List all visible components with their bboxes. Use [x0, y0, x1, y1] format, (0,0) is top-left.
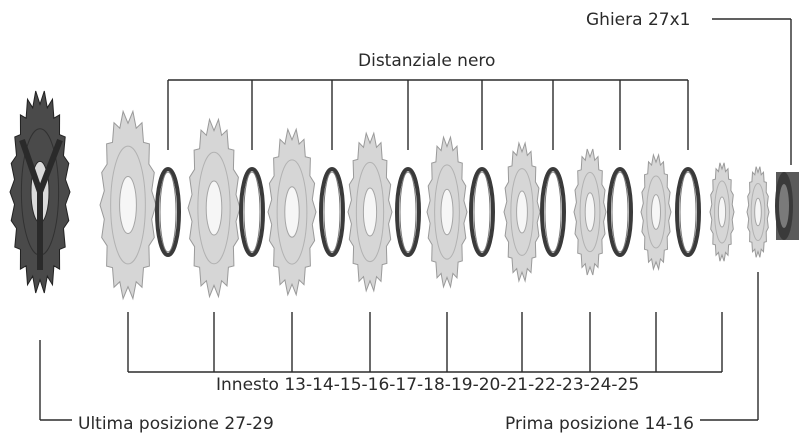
- spacer-ring-6: [607, 167, 633, 257]
- lock-ring: [775, 172, 799, 240]
- large-cog-arm-0: [19, 139, 43, 193]
- parts-layer: [9, 90, 799, 301]
- spacer-label: Distanziale nero: [358, 51, 496, 71]
- first-position-label: Prima posizione 14-16: [505, 414, 694, 434]
- small-cog-9: [746, 166, 770, 258]
- small-cog-5: [503, 141, 541, 283]
- small-cog-7: [640, 152, 672, 272]
- spacer-ring-1: [239, 167, 265, 257]
- large-cog-arm-1: [37, 138, 63, 194]
- small-cog-2: [267, 127, 317, 297]
- leader-lines: [39, 18, 792, 421]
- small-cog-1: [187, 117, 241, 299]
- spacer-ring-3: [395, 167, 421, 257]
- small-cog-8: [709, 162, 735, 262]
- small-cog-3: [347, 131, 393, 293]
- lock-ring-label: Ghiera 27x1: [586, 10, 691, 30]
- last-position-label: Ultima posizione 27-29: [78, 414, 274, 434]
- small-cog-4: [426, 135, 468, 289]
- small-cog-0: [99, 109, 157, 301]
- spacer-ring-0: [155, 167, 181, 257]
- engagement-label: Innesto 13-14-15-16-17-18-19-20-21-22-23…: [216, 375, 640, 395]
- spacer-ring-5: [540, 167, 566, 257]
- spacer-ring-7: [675, 167, 701, 257]
- spacer-ring-4: [469, 167, 495, 257]
- small-cog-6: [573, 148, 607, 276]
- spacer-ring-2: [319, 167, 345, 257]
